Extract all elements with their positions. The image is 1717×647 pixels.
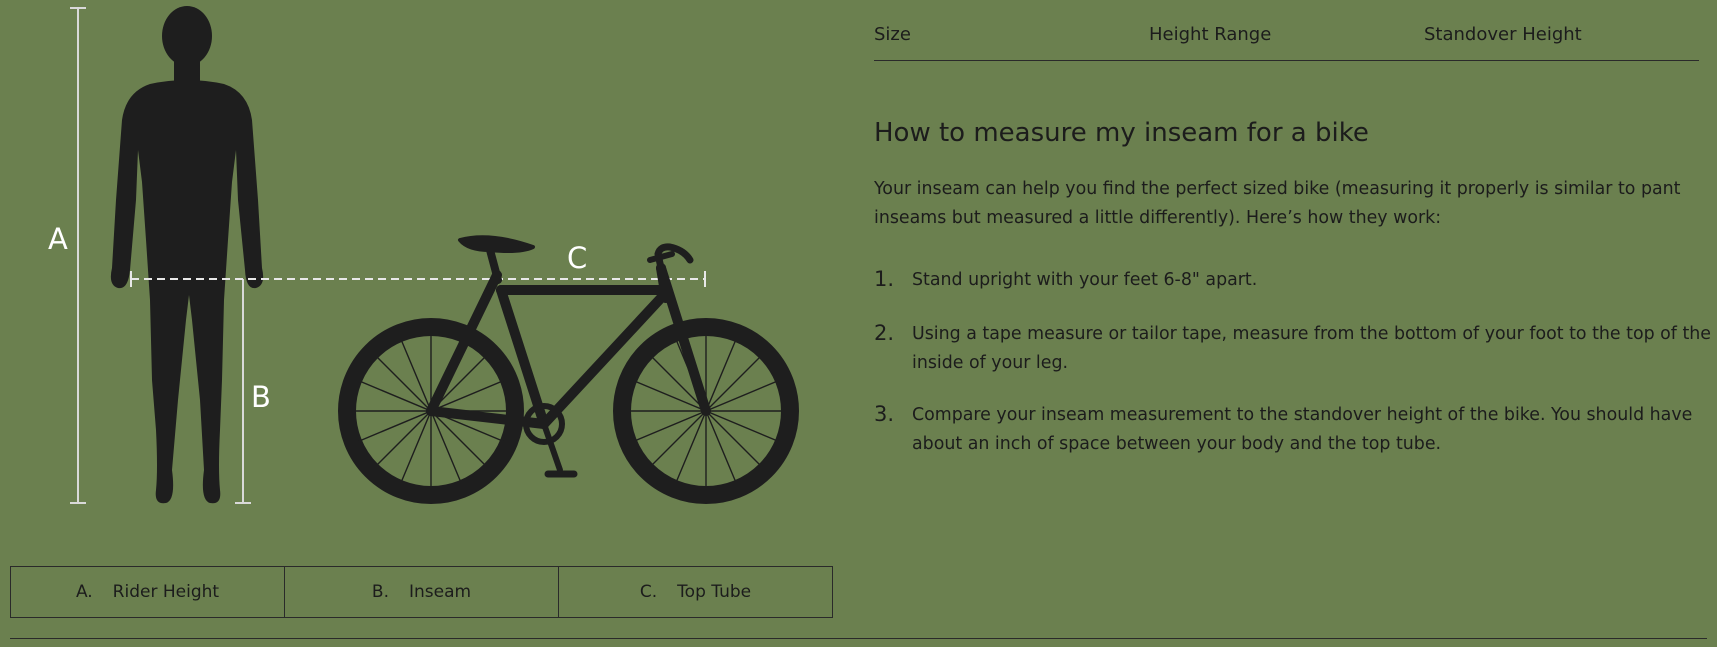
top-tube-marker: C — [567, 241, 588, 275]
bottom-divider — [10, 638, 1707, 639]
guide-intro: Your inseam can help you find the perfec… — [874, 179, 1681, 229]
legend-item-top-tube: C. Top Tube — [559, 567, 832, 617]
step-number: 3. — [874, 402, 895, 427]
inseam-dimension — [235, 279, 251, 504]
column-header-standover-height: Standover Height — [1424, 24, 1582, 45]
legend-letter: C. — [639, 582, 658, 602]
column-header-size: Size — [874, 24, 911, 45]
guide-title: How to measure my inseam for a bike — [874, 118, 1369, 148]
column-header-height-range: Height Range — [1149, 24, 1272, 45]
size-table-header: Size Height Range Standover Height — [874, 20, 1699, 61]
rider-silhouette — [110, 6, 264, 504]
legend-letter: A. — [75, 582, 93, 602]
step-text: Stand upright with your feet 6-8" apart. — [912, 270, 1258, 291]
legend-letter: B. — [371, 582, 389, 602]
top-tube-dimension — [130, 271, 706, 287]
step-text: Compare your inseam measurement to the s… — [912, 405, 1693, 455]
sizing-illustration: A B C — [0, 0, 850, 560]
legend-label: Rider Height — [112, 582, 220, 602]
rider-height-dimension — [70, 7, 86, 504]
legend-label: Top Tube — [677, 582, 752, 602]
step-item: 2. Using a tape measure or tailor tape, … — [874, 320, 1714, 378]
steps-list: 1. Stand upright with your feet 6-8" apa… — [874, 266, 1714, 459]
inseam-marker: B — [251, 380, 271, 414]
legend-item-inseam: B. Inseam — [285, 567, 559, 617]
step-text: Using a tape measure or tailor tape, mea… — [912, 324, 1712, 374]
inseam-guide: How to measure my inseam for a bike Your… — [874, 118, 1714, 459]
legend-label: Inseam — [408, 582, 472, 602]
step-number: 2. — [874, 321, 895, 346]
rider-height-marker: A — [48, 222, 68, 256]
sizing-diagram-svg — [70, 6, 799, 504]
measurement-legend: A. Rider Height B. Inseam C. Top Tube — [10, 566, 833, 618]
bicycle-silhouette — [338, 235, 799, 504]
step-item: 3. Compare your inseam measurement to th… — [874, 401, 1714, 459]
legend-item-rider-height: A. Rider Height — [11, 567, 285, 617]
step-number: 1. — [874, 267, 895, 292]
step-item: 1. Stand upright with your feet 6-8" apa… — [874, 266, 1714, 295]
